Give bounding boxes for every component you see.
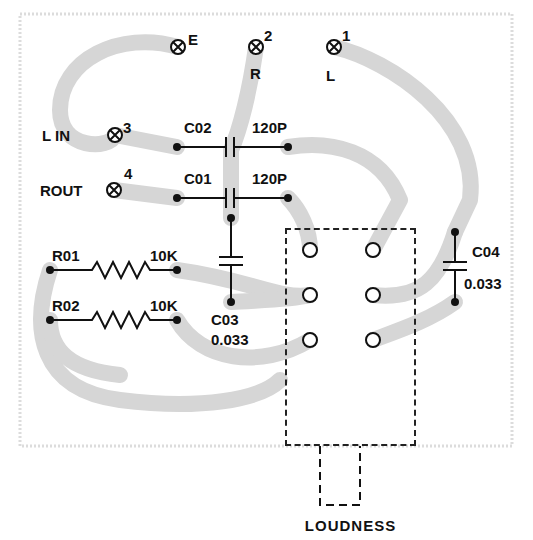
switch-outline: LOUDNESS: [285, 228, 416, 446]
part-value: 0.033: [464, 276, 502, 291]
board-outline: [20, 14, 512, 446]
capacitor-symbol: [177, 137, 288, 157]
channel-label: L: [326, 68, 335, 83]
trace: [60, 42, 178, 144]
trace: [373, 232, 455, 296]
trace: [288, 198, 310, 250]
capacitor-symbol: [443, 232, 467, 302]
switch-label: LOUDNESS: [287, 518, 414, 533]
resistor-symbol: [50, 262, 177, 278]
part-value: 10K: [150, 298, 178, 313]
solder-dots: [46, 143, 459, 324]
part-value: 0.033: [211, 332, 249, 347]
part-name: C04: [472, 244, 500, 259]
terminal-pad: [171, 40, 185, 54]
part-value: 120P: [252, 171, 287, 186]
terminal-number: 1: [342, 28, 350, 43]
trace: [50, 320, 120, 375]
terminal-pad: [107, 183, 121, 197]
trace: [115, 135, 177, 147]
part-value: 120P: [252, 120, 287, 135]
trace: [177, 320, 310, 357]
part-name: R02: [52, 298, 80, 313]
terminal-pad: [327, 40, 341, 54]
trace: [288, 145, 400, 250]
components: [50, 137, 467, 505]
signal-name: L IN: [42, 128, 70, 143]
terminal-pad: [108, 128, 122, 142]
signal-name: ROUT: [40, 183, 83, 198]
resistor-symbol: [50, 312, 177, 328]
trace: [114, 190, 177, 198]
switch-shaft: [320, 446, 360, 505]
terminal-number: 2: [264, 28, 272, 43]
part-value: 10K: [150, 248, 178, 263]
terminal-number: 3: [123, 120, 131, 135]
part-name: R01: [52, 248, 80, 263]
trace: [41, 270, 280, 404]
capacitor-symbol: [219, 218, 243, 302]
terminal-number: 4: [124, 166, 132, 181]
switch-pins: [303, 243, 380, 347]
copper-traces: [41, 42, 471, 404]
channel-label: R: [250, 66, 261, 81]
trace: [231, 295, 310, 302]
part-name: C02: [184, 120, 212, 135]
terminal-pad: [249, 40, 263, 54]
part-name: C01: [184, 171, 212, 186]
capacitor-symbol: [177, 188, 288, 208]
trace: [373, 302, 455, 340]
part-name: C03: [211, 312, 239, 327]
terminals: [107, 40, 341, 197]
terminal-label: E: [188, 32, 198, 47]
